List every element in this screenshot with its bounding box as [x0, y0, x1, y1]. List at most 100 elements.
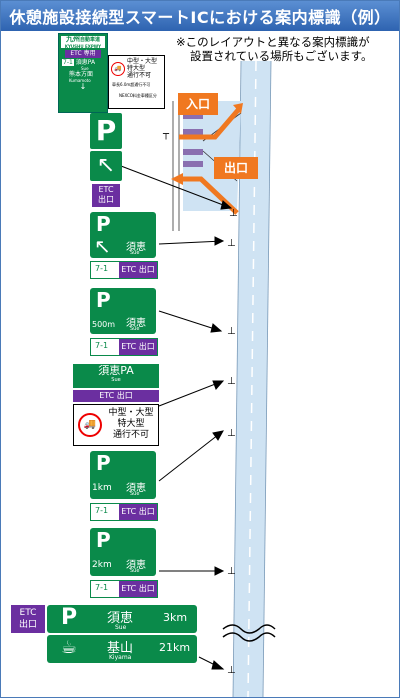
- svg-text:⊥: ⊥: [227, 238, 236, 249]
- exit-number: 7-1: [95, 341, 109, 350]
- route-name: 九州自動車道: [65, 35, 100, 44]
- etc-text: ETC: [98, 185, 114, 194]
- parking-sign-1: P: [90, 113, 122, 149]
- p-symbol: P: [96, 451, 111, 475]
- name-text: 須恵: [126, 560, 146, 571]
- destination-en: Kumamoto: [69, 78, 91, 83]
- road-break-symbol: [222, 624, 276, 634]
- pa-name-en: Sue: [81, 66, 89, 71]
- etc-exit-badge: ETC 出口: [119, 262, 157, 278]
- diagonal-arrow-icon: ↖: [90, 151, 122, 181]
- parking-sign-6: P 2km 須恵 Sue: [90, 528, 156, 576]
- svg-text:⊥: ⊥: [227, 566, 236, 577]
- distance-sign-8: ☕ 基山 Kiyama 21km: [47, 635, 197, 663]
- destination: 熊本方面: [69, 71, 94, 78]
- svg-text:⊥: ⊥: [227, 428, 236, 439]
- svg-text:⊥: ⊥: [227, 665, 236, 676]
- name-text: 須恵: [126, 318, 146, 329]
- svg-text:⊥: ⊥: [227, 376, 236, 387]
- overhead-route-sign: 九州自動車道 KYUSHU EXPWY ETC 専用 7-1 須恵PA Sue …: [58, 33, 108, 113]
- distance-text: 21km: [159, 641, 191, 654]
- parking-area: [183, 101, 241, 211]
- disclaimer-note: ※このレイアウトと異なる案内標識が 設置されている場所もございます。: [176, 35, 396, 63]
- exit-route-arrow: [179, 176, 239, 215]
- distance-text: 2km: [92, 560, 112, 570]
- parking-bay: [183, 113, 203, 119]
- name-text: 基山: [107, 641, 134, 656]
- down-arrow-icon: ↓: [79, 82, 87, 91]
- note-line-1: ※このレイアウトと異なる案内標識が: [176, 35, 370, 49]
- etc-exit-badge-7: ETC 出口: [11, 605, 45, 633]
- exit-label: 出口: [214, 157, 258, 179]
- name-text: 須恵: [126, 242, 146, 253]
- exit-number: 7-1: [62, 59, 74, 66]
- route-badge-3: 7-1 ETC 出口: [90, 338, 158, 356]
- page-title: 休憩施設接続型スマートICにおける案内標識（例）: [1, 1, 399, 31]
- parking-sign-2: P ↖ 須恵 Sue: [90, 212, 156, 258]
- name-en: Sue: [130, 326, 140, 332]
- pa-sign-4: 須恵PA Sue: [73, 364, 159, 388]
- distance-sign-7: P 須恵 Sue 3km: [47, 605, 197, 633]
- route-en: KYUSHU EXPWY: [64, 44, 102, 49]
- pa-name: 須恵PA: [98, 364, 134, 377]
- parking-bay: [183, 129, 203, 135]
- restrict-line-3: 通行不可: [112, 430, 149, 440]
- distance-text: 1km: [92, 483, 112, 493]
- route-badge-6: 7-1 ETC 出口: [90, 580, 158, 598]
- distance-text: 500m: [92, 320, 116, 329]
- p-symbol: P: [61, 605, 78, 630]
- svg-text:⊥: ⊥: [227, 326, 236, 337]
- vehicle-restriction-sign: 🚚 中型・大型 特大型 通行不可 車長6.0m超通行不可 NEXCO料金車種区分: [108, 55, 165, 109]
- etc-exit-badge-1: ETC 出口: [92, 184, 120, 207]
- parking-sign-3: P 500m 須恵 Sue: [90, 288, 156, 334]
- parking-bay: [183, 149, 203, 155]
- name-en: Sue: [130, 568, 140, 574]
- pa-name: 須恵PA: [75, 59, 96, 66]
- svg-text:⊥: ⊥: [229, 208, 238, 219]
- exit-number: 7-1: [95, 264, 109, 273]
- no-truck-icon: 🚚: [78, 413, 102, 437]
- etc-exit-badge-4: ETC 出口: [73, 390, 159, 402]
- p-symbol: P: [96, 288, 111, 312]
- note-line-2: 設置されている場所もございます。: [190, 49, 373, 63]
- expressway-road: [233, 61, 271, 697]
- etc-text: ETC: [19, 608, 37, 618]
- p-symbol: P: [96, 212, 111, 236]
- diagonal-arrow-icon: ↖: [94, 234, 111, 258]
- parking-bay: [183, 161, 203, 167]
- restrict-line-2: 特大型: [117, 419, 145, 429]
- exit-number: 7-1: [95, 583, 109, 592]
- name-text: 須恵: [107, 611, 134, 626]
- entrance-route-arrow: [179, 107, 241, 140]
- route-badge-2: 7-1 ETC 出口: [90, 261, 158, 279]
- restrict-line-1: 中型・大型: [108, 408, 154, 418]
- restrict-line-1: 中型・大型: [127, 58, 158, 65]
- pa-name-en: Sue: [111, 377, 121, 383]
- name-en: Sue: [130, 491, 140, 497]
- name-text: 須恵: [126, 483, 146, 494]
- svg-text:┬: ┬: [162, 129, 170, 140]
- no-truck-icon: 🚚: [111, 61, 125, 76]
- restrict-line-2: 特大型: [127, 65, 146, 72]
- distance-text: 3km: [163, 611, 188, 624]
- exit-number: 7-1: [95, 506, 109, 515]
- etc-exit-badge: ETC 出口: [119, 504, 157, 520]
- etc-exit-badge: ETC 出口: [119, 339, 157, 355]
- name-en: Sue: [130, 250, 140, 256]
- entrance-label: 入口: [178, 93, 218, 115]
- etc-only-badge: ETC 専用: [65, 50, 101, 58]
- restrict-sub: 車長6.0m超通行不可: [112, 82, 151, 87]
- coffee-cup-icon: ☕: [61, 637, 78, 658]
- name-en: Kiyama: [109, 654, 132, 661]
- name-en: Sue: [115, 624, 127, 631]
- exit-text: 出口: [98, 195, 114, 204]
- restrict-line-3: 通行不可: [127, 72, 152, 79]
- route-badge-5: 7-1 ETC 出口: [90, 503, 158, 521]
- p-symbol: P: [96, 528, 111, 552]
- parking-sign-5: P 1km 須恵 Sue: [90, 451, 156, 499]
- exit-text: 出口: [18, 620, 37, 630]
- lane-divider: [247, 60, 257, 697]
- etc-exit-badge: ETC 出口: [119, 581, 157, 597]
